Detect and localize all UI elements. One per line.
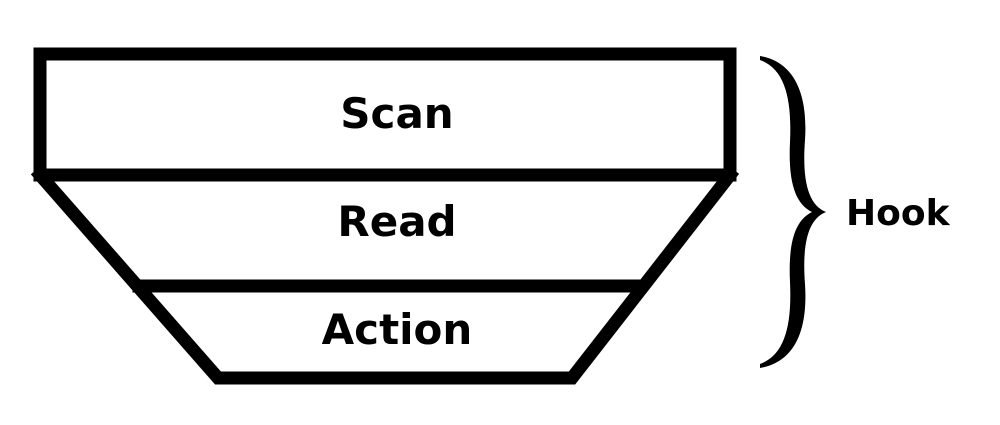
- right-brace-icon: [760, 56, 826, 368]
- stage-label-action: Action: [322, 305, 473, 354]
- brace-label-hook: Hook: [846, 193, 951, 234]
- funnel-body-outline: [30, 165, 740, 385]
- stage-label-read: Read: [337, 197, 456, 246]
- stage-scan-box: [33, 47, 737, 182]
- stage-label-scan: Scan: [340, 89, 453, 138]
